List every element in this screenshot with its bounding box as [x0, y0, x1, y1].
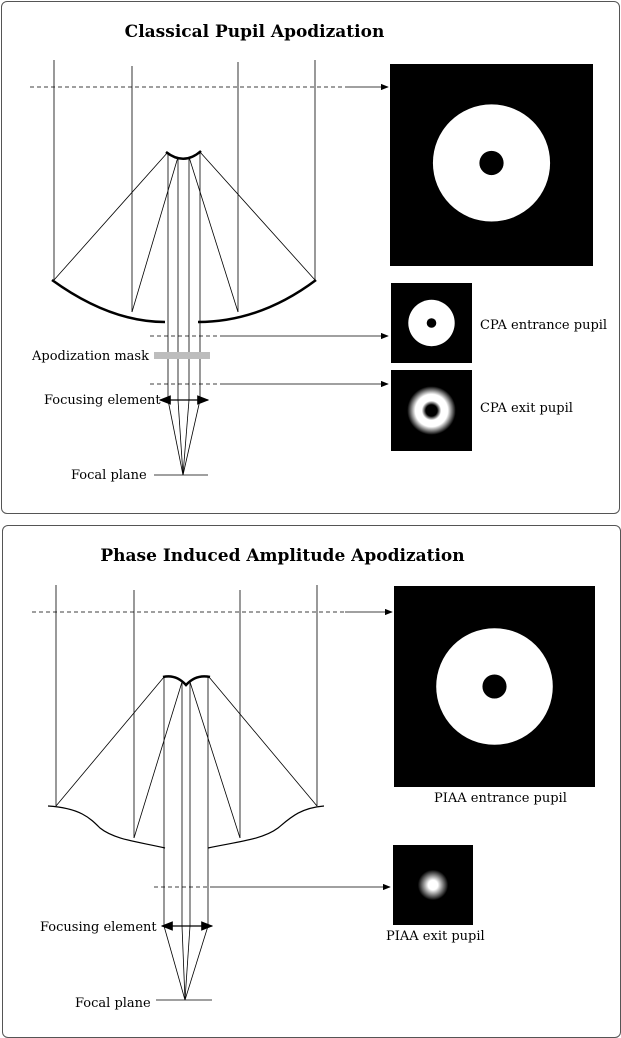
piaa-reflected-ray — [208, 676, 318, 807]
cpa-optics — [30, 60, 389, 476]
piaa-converging-ray — [184, 925, 209, 1001]
cpa-converging-ray — [177, 399, 184, 476]
cpa-reflected-ray — [199, 151, 316, 281]
cpa-converging-ray — [182, 399, 190, 476]
cpa-converging-ray — [182, 399, 201, 476]
cpa-large-pupil-image — [390, 64, 593, 266]
cpa-exit-pupil-image — [391, 370, 472, 451]
piaa-converging-ray — [181, 925, 186, 1001]
cpa-focal-plane-label: Focal plane — [71, 468, 147, 483]
piaa-reflected-ray — [133, 681, 183, 839]
piaa-optics — [32, 585, 393, 1001]
cpa-reflected-ray — [131, 156, 179, 313]
piaa-entrance-pupil-label: PIAA entrance pupil — [434, 791, 567, 806]
piaa-focal-plane-label: Focal plane — [75, 996, 151, 1011]
piaa-converging-ray — [163, 925, 186, 1001]
piaa-primary-mirror-right — [207, 805, 325, 849]
cpa-entrance-pupil-image — [391, 283, 472, 363]
cpa-reflected-ray — [188, 156, 239, 313]
cpa-title: Classical Pupil Apodization — [124, 22, 385, 42]
piaa-title: Phase Induced Amplitude Apodization — [100, 546, 465, 566]
piaa-reflected-ray — [55, 676, 165, 807]
cpa-focusing-element-label: Focusing element — [44, 393, 161, 408]
piaa-secondary-mirror — [162, 675, 211, 687]
piaa-reflected-ray — [189, 681, 241, 839]
piaa-entrance-pupil-image — [394, 586, 595, 787]
cpa-exit-pupil-label: CPA exit pupil — [480, 401, 573, 416]
cpa-apodization-mask-label: Apodization mask — [32, 349, 149, 364]
piaa-exit-pupil-label: PIAA exit pupil — [386, 929, 485, 944]
piaa-converging-ray — [184, 925, 191, 1001]
piaa-focusing-element-label: Focusing element — [40, 920, 157, 935]
piaa-primary-mirror-left — [47, 805, 166, 849]
cpa-reflected-ray — [53, 151, 169, 281]
piaa-exit-pupil-image — [393, 845, 473, 925]
cpa-converging-ray — [167, 399, 184, 476]
cpa-secondary-mirror — [165, 150, 202, 160]
cpa-entrance-pupil-label: CPA entrance pupil — [480, 318, 608, 333]
cpa-primary-mirror-left — [51, 278, 166, 324]
cpa-primary-mirror-right — [197, 278, 317, 324]
cpa-apodization-mask — [154, 352, 210, 359]
